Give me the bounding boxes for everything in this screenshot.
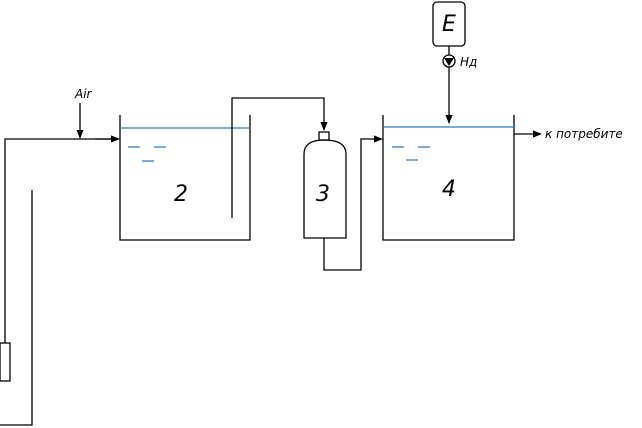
tank-2: 2 [119, 115, 251, 241]
air-inlet: Air [74, 87, 120, 143]
well-pump [0, 342, 11, 382]
intake-pipe [4, 138, 118, 343]
tank-4-label: 4 [442, 177, 456, 202]
pump-triangle-icon [444, 58, 454, 66]
filter-3-nozzle [318, 131, 330, 141]
consumer-label: к потребите [545, 127, 623, 141]
well-intake [0, 138, 118, 426]
tank-2-label: 2 [174, 182, 188, 207]
air-label: Air [74, 87, 93, 101]
filter-3-label: 3 [316, 182, 330, 207]
dosing-unit: E Нд [432, 1, 477, 124]
well-casing [0, 190, 33, 426]
tank-4: 4 [382, 115, 515, 241]
dosing-unit-label: E [442, 12, 456, 37]
filter-3-body [303, 139, 347, 239]
filter-3: 3 [303, 131, 347, 239]
pump-label: Нд [460, 55, 477, 69]
tank-2-walls [119, 115, 251, 241]
tank-4-walls [382, 115, 515, 241]
pipe-filter-to-tank4 [323, 135, 383, 271]
pipe-tank2-to-filter [231, 97, 328, 218]
